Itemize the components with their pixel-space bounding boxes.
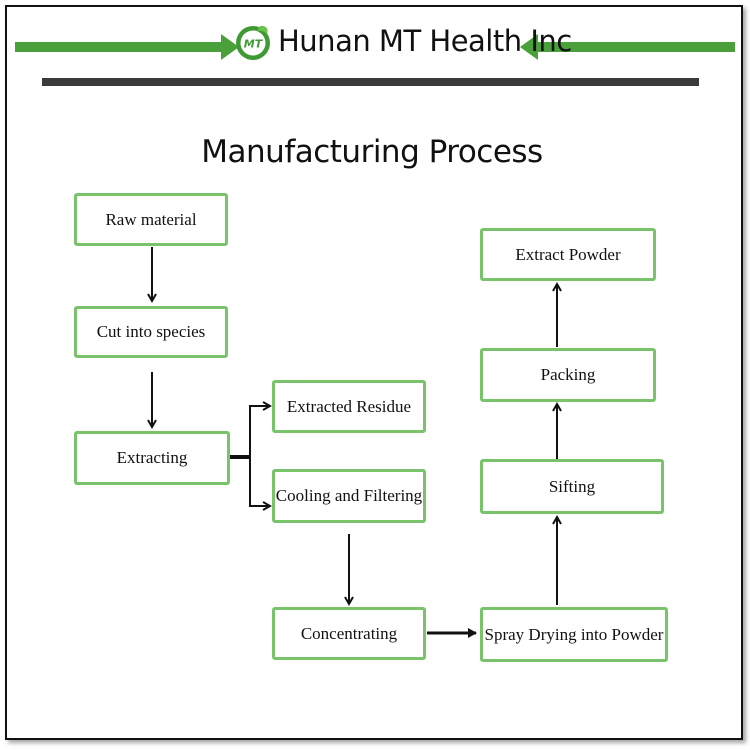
- company-logo-icon: MT: [236, 25, 270, 60]
- header-divider: [42, 78, 699, 86]
- edge-extracting-to-residue: [229, 406, 270, 458]
- node-raw-material: Raw material: [74, 193, 228, 246]
- node-spray-drying-into-powder: Spray Drying into Powder: [480, 607, 668, 662]
- header-right-stripe: [538, 42, 735, 52]
- company-name: Hunan MT Health Inc: [278, 24, 572, 58]
- header-left-arrow-icon: [520, 34, 538, 60]
- edge-extracting-to-cooling: [229, 456, 270, 506]
- node-sifting: Sifting: [480, 459, 664, 514]
- header-left-stripe: [15, 42, 223, 52]
- node-concentrating: Concentrating: [272, 607, 426, 660]
- logo-lettering: MT: [244, 38, 264, 51]
- node-packing: Packing: [480, 348, 656, 402]
- node-cooling-and-filtering: Cooling and Filtering: [272, 469, 426, 523]
- node-extract-powder: Extract Powder: [480, 228, 656, 281]
- node-extracting: Extracting: [74, 431, 230, 485]
- node-extracted-residue: Extracted Residue: [272, 380, 426, 433]
- diagram-title: Manufacturing Process: [201, 134, 543, 170]
- header-right-arrow-icon: [221, 34, 239, 60]
- node-cut-into-species: Cut into species: [74, 306, 228, 358]
